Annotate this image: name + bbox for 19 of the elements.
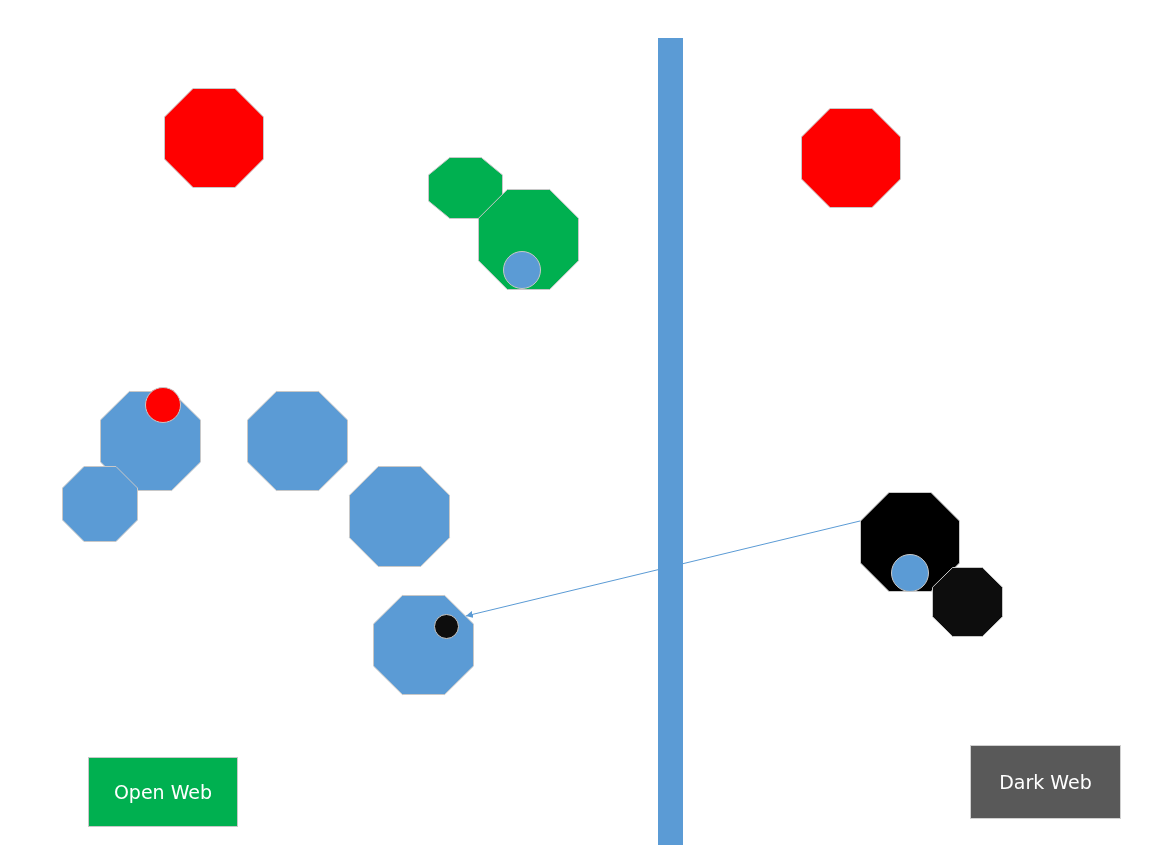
octagon-node [860,492,960,592]
octagon-node [478,189,579,290]
connector-arrow [465,520,861,618]
region-box [88,757,238,827]
octagon-node [349,466,450,567]
octagon-node [62,466,138,542]
octagon-node [164,88,264,188]
octagon-node [373,595,474,695]
octagon-node [428,157,503,219]
region-label: Dark Web [999,770,1092,794]
octagon-node [801,108,901,208]
region-label: Open Web [113,780,213,804]
circle-node [145,387,181,423]
octagon-node [932,567,1003,637]
octagon-node [247,391,348,491]
circle-node [434,614,459,639]
circle-node [503,251,541,289]
region-box [970,745,1121,819]
circle-node [891,554,929,592]
